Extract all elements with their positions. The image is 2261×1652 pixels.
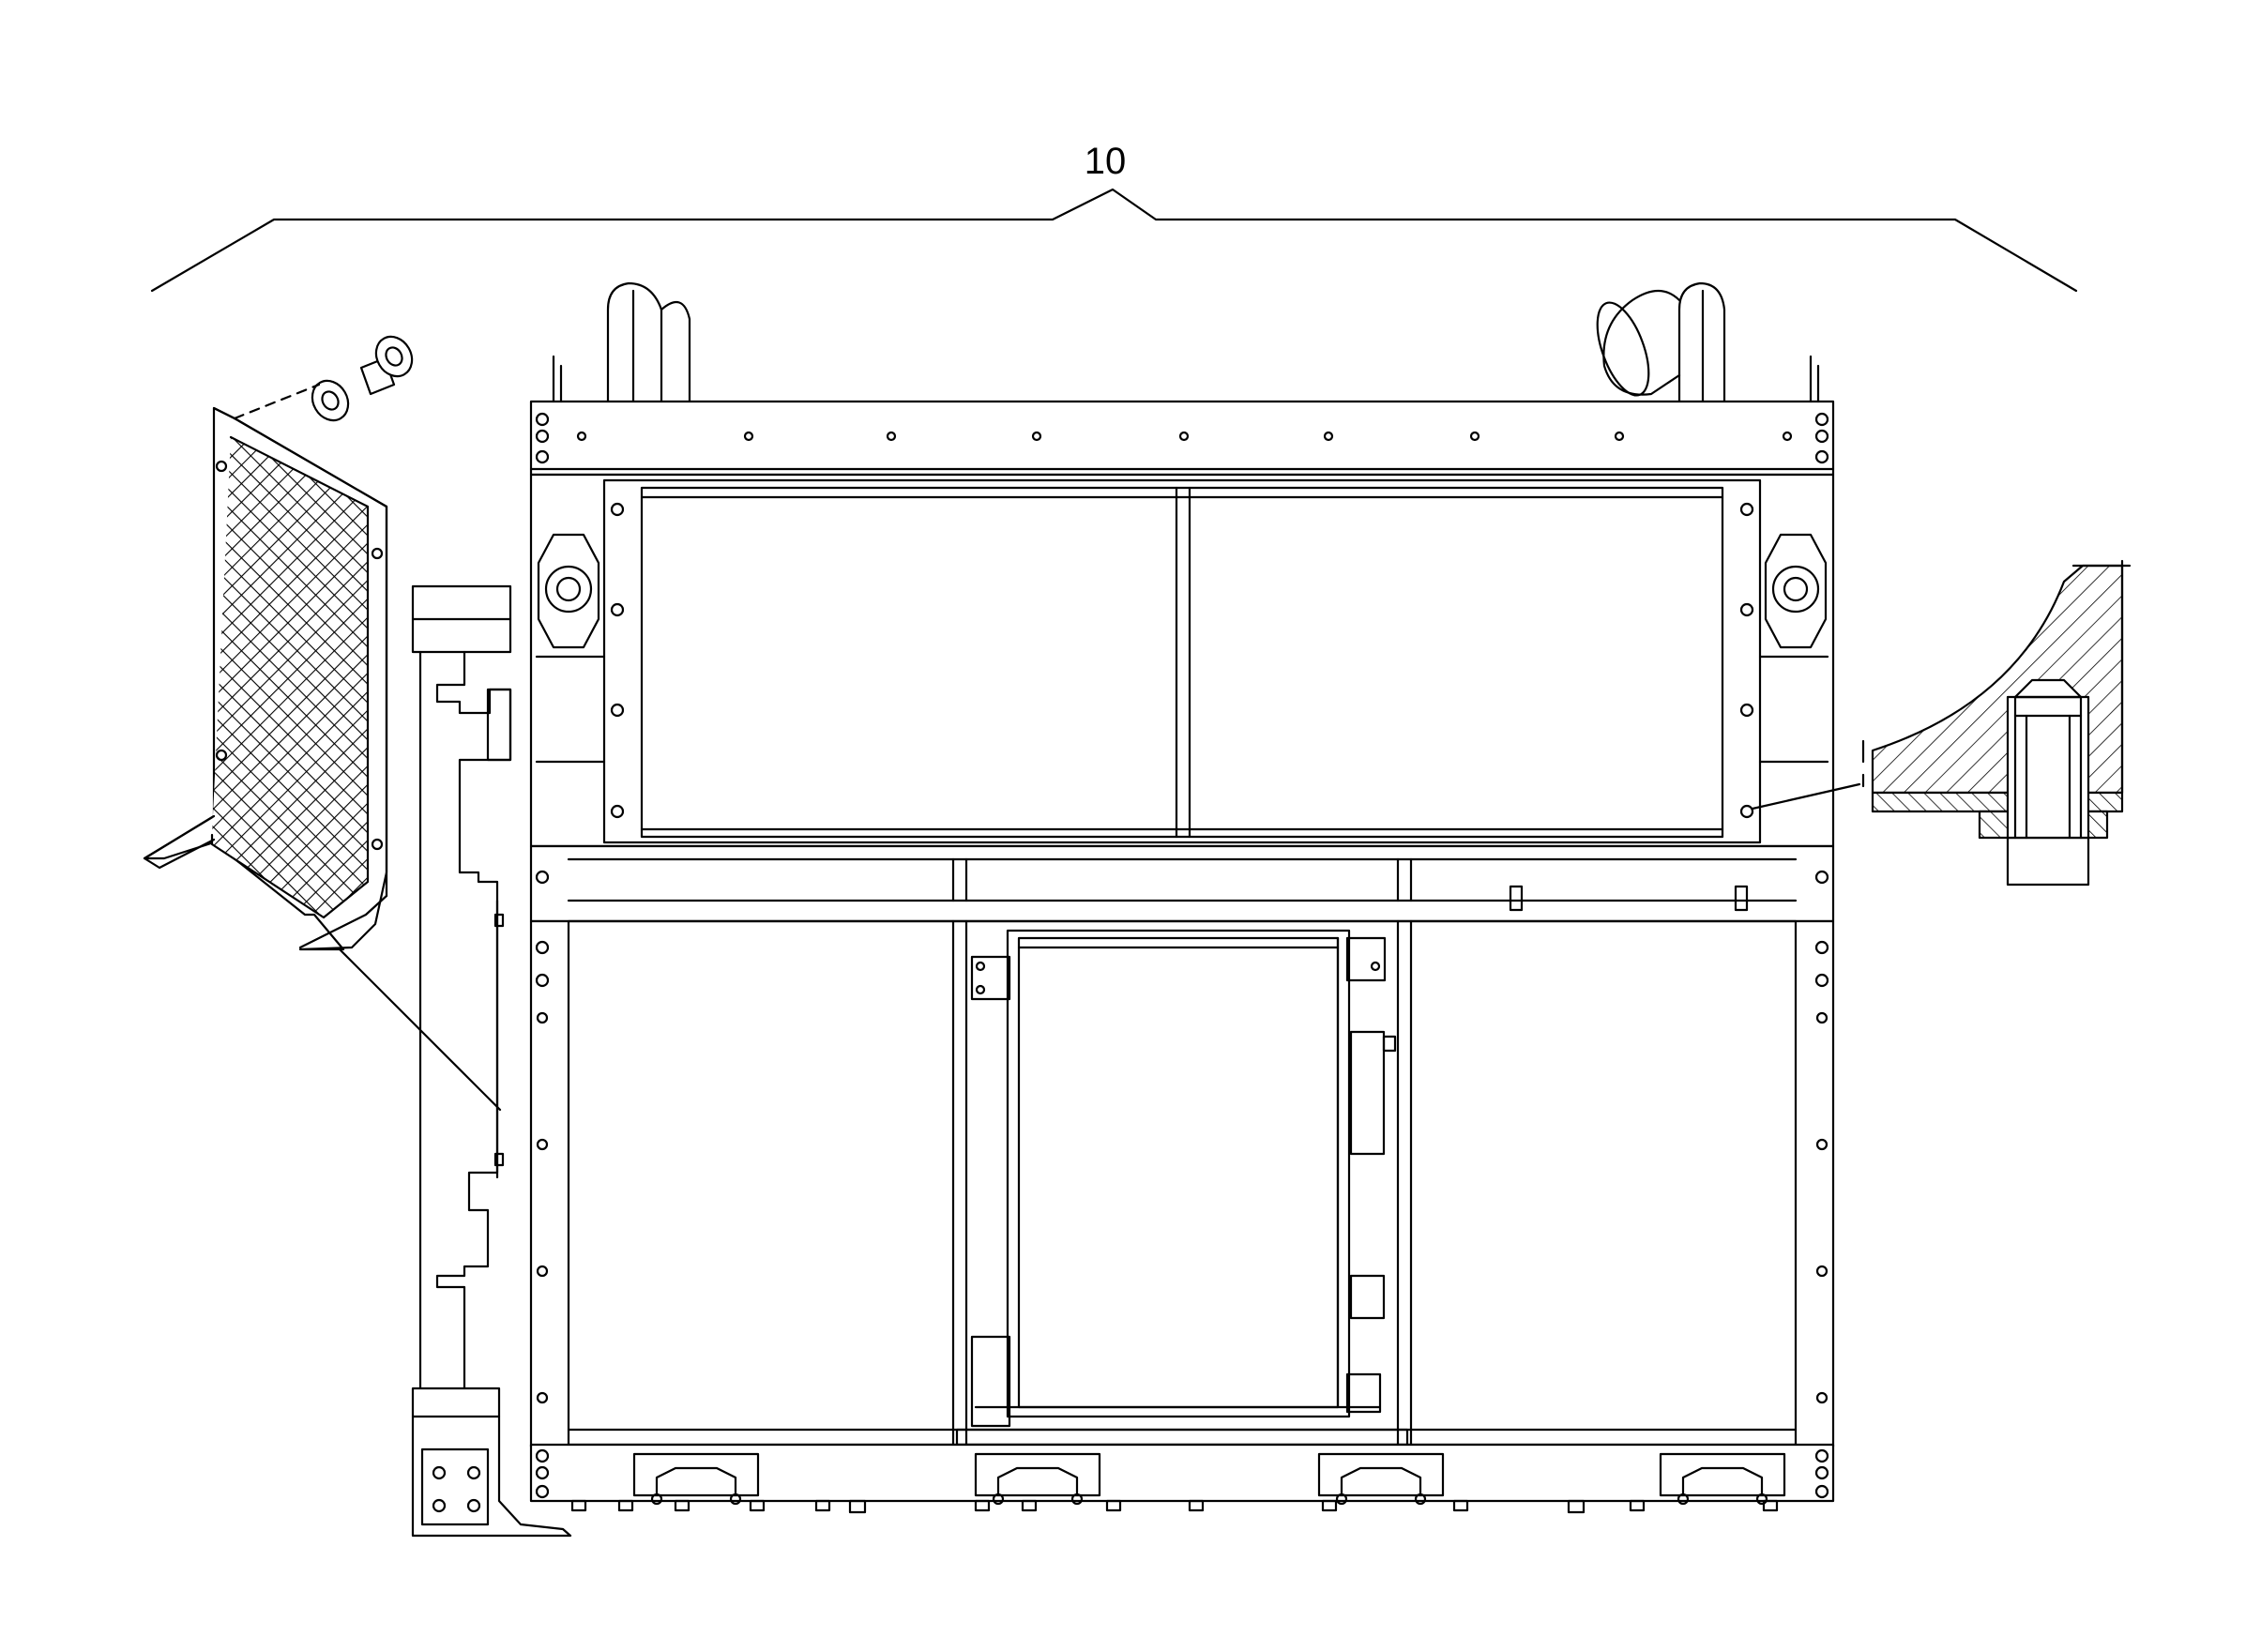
- side-frame: [411, 584, 572, 1538]
- mount-bracket: [632, 1452, 760, 1506]
- mount-bracket: [1659, 1452, 1786, 1506]
- mount-bracket: [974, 1452, 1101, 1506]
- callout-bracket: [150, 188, 2078, 293]
- mount-bracket: [1317, 1452, 1445, 1506]
- section-detail: [1861, 559, 2132, 887]
- bottom-fittings: [570, 1499, 1779, 1514]
- callout-number: 10: [1085, 141, 1127, 182]
- mesh-screen-panel: [143, 383, 502, 1112]
- washer-and-bolt: [311, 335, 414, 422]
- cooler-assembly: [529, 281, 1861, 1514]
